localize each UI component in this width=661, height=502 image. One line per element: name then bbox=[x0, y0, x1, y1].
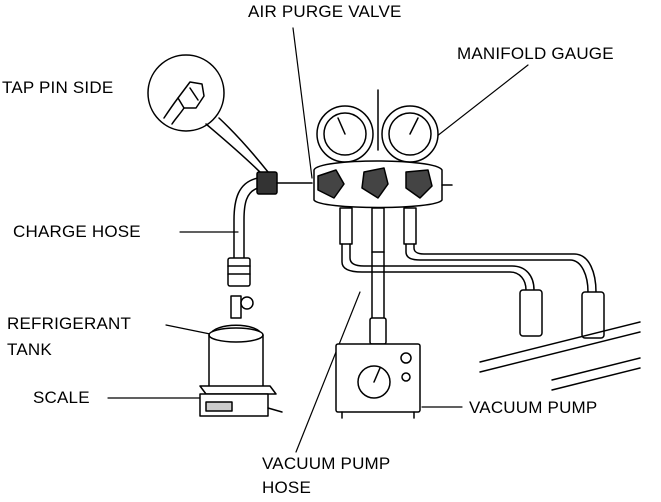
label-manifold-gauge: MANIFOLD GAUGE bbox=[457, 44, 614, 63]
label-refrigerant-tank-line1: REFRIGERANT bbox=[7, 314, 132, 333]
low-side-hose-b bbox=[349, 243, 535, 291]
scale-top bbox=[199, 385, 277, 395]
left-port bbox=[339, 207, 353, 245]
label-charge-hose: CHARGE HOSE bbox=[13, 222, 141, 241]
center-port bbox=[371, 207, 385, 253]
pipe-1 bbox=[479, 321, 641, 363]
low-gauge-inner bbox=[323, 112, 367, 156]
vacuum-hose-coupler bbox=[369, 317, 387, 345]
high-side-hose-a bbox=[405, 243, 589, 293]
leader-manifold-gauge bbox=[431, 64, 529, 141]
vacuum-pump-light-2 bbox=[401, 372, 411, 382]
pipe-3 bbox=[551, 357, 641, 381]
high-gauge-needle bbox=[409, 117, 419, 135]
low-side-coupler bbox=[519, 289, 543, 337]
label-vacuum-pump-hose-line2: HOSE bbox=[262, 478, 311, 497]
label-scale: SCALE bbox=[33, 388, 90, 407]
vacuum-pump-assembly bbox=[335, 251, 421, 419]
charge-hose-coupler bbox=[227, 257, 251, 287]
tank-valve-knob bbox=[240, 296, 254, 310]
label-vacuum-pump-hose-line1: VACUUM PUMP bbox=[262, 454, 391, 473]
charge-hose-inner bbox=[243, 187, 259, 259]
charge-hose bbox=[227, 171, 313, 287]
tap-pin-detail-circle bbox=[147, 54, 225, 132]
leader-refrigerant-tank bbox=[165, 324, 216, 336]
tap-pin-ring bbox=[189, 87, 199, 101]
vacuum-pump-light-1 bbox=[400, 352, 412, 364]
scale bbox=[199, 385, 283, 417]
center-valve-knob bbox=[361, 167, 389, 199]
refrigerant-tank bbox=[208, 295, 264, 395]
left-valve-knob bbox=[317, 169, 345, 199]
high-gauge-inner bbox=[388, 112, 432, 156]
pipe-4 bbox=[551, 367, 641, 391]
tap-pin-detail-tail-inner bbox=[218, 117, 269, 173]
low-gauge-needle bbox=[337, 117, 346, 135]
leader-air-purge-valve bbox=[292, 27, 313, 179]
scale-display bbox=[205, 401, 233, 412]
label-air-purge-valve: AIR PURGE VALVE bbox=[248, 2, 402, 21]
leader-lines bbox=[107, 27, 529, 453]
vacuum-pump-dial-pointer bbox=[373, 367, 381, 383]
scale-cord bbox=[267, 407, 283, 413]
tank-body bbox=[208, 334, 264, 395]
tank-top bbox=[208, 327, 264, 343]
charge-hose-nut-top bbox=[256, 171, 278, 195]
charge-hose-outer bbox=[233, 177, 259, 259]
tap-pin-hose bbox=[163, 97, 185, 125]
label-tap-pin-side: TAP PIN SIDE bbox=[2, 78, 114, 97]
tap-pin-detail-tail bbox=[205, 123, 265, 177]
high-side-hose-b bbox=[413, 243, 597, 293]
service-hoses bbox=[341, 243, 641, 391]
pipe-2 bbox=[479, 331, 641, 373]
right-valve-knob bbox=[405, 169, 433, 199]
right-port bbox=[403, 207, 417, 245]
high-side-coupler bbox=[581, 291, 605, 339]
tank-valve-stem bbox=[230, 295, 242, 319]
low-side-hose-a bbox=[341, 243, 527, 291]
tap-pin-detail bbox=[147, 54, 269, 177]
manifold-gauge bbox=[313, 89, 453, 253]
label-refrigerant-tank-line2: TANK bbox=[7, 340, 52, 359]
label-vacuum-pump: VACUUM PUMP bbox=[469, 398, 598, 417]
leader-vacuum-pump-hose bbox=[295, 291, 361, 453]
tap-pin-fitting bbox=[177, 81, 205, 109]
